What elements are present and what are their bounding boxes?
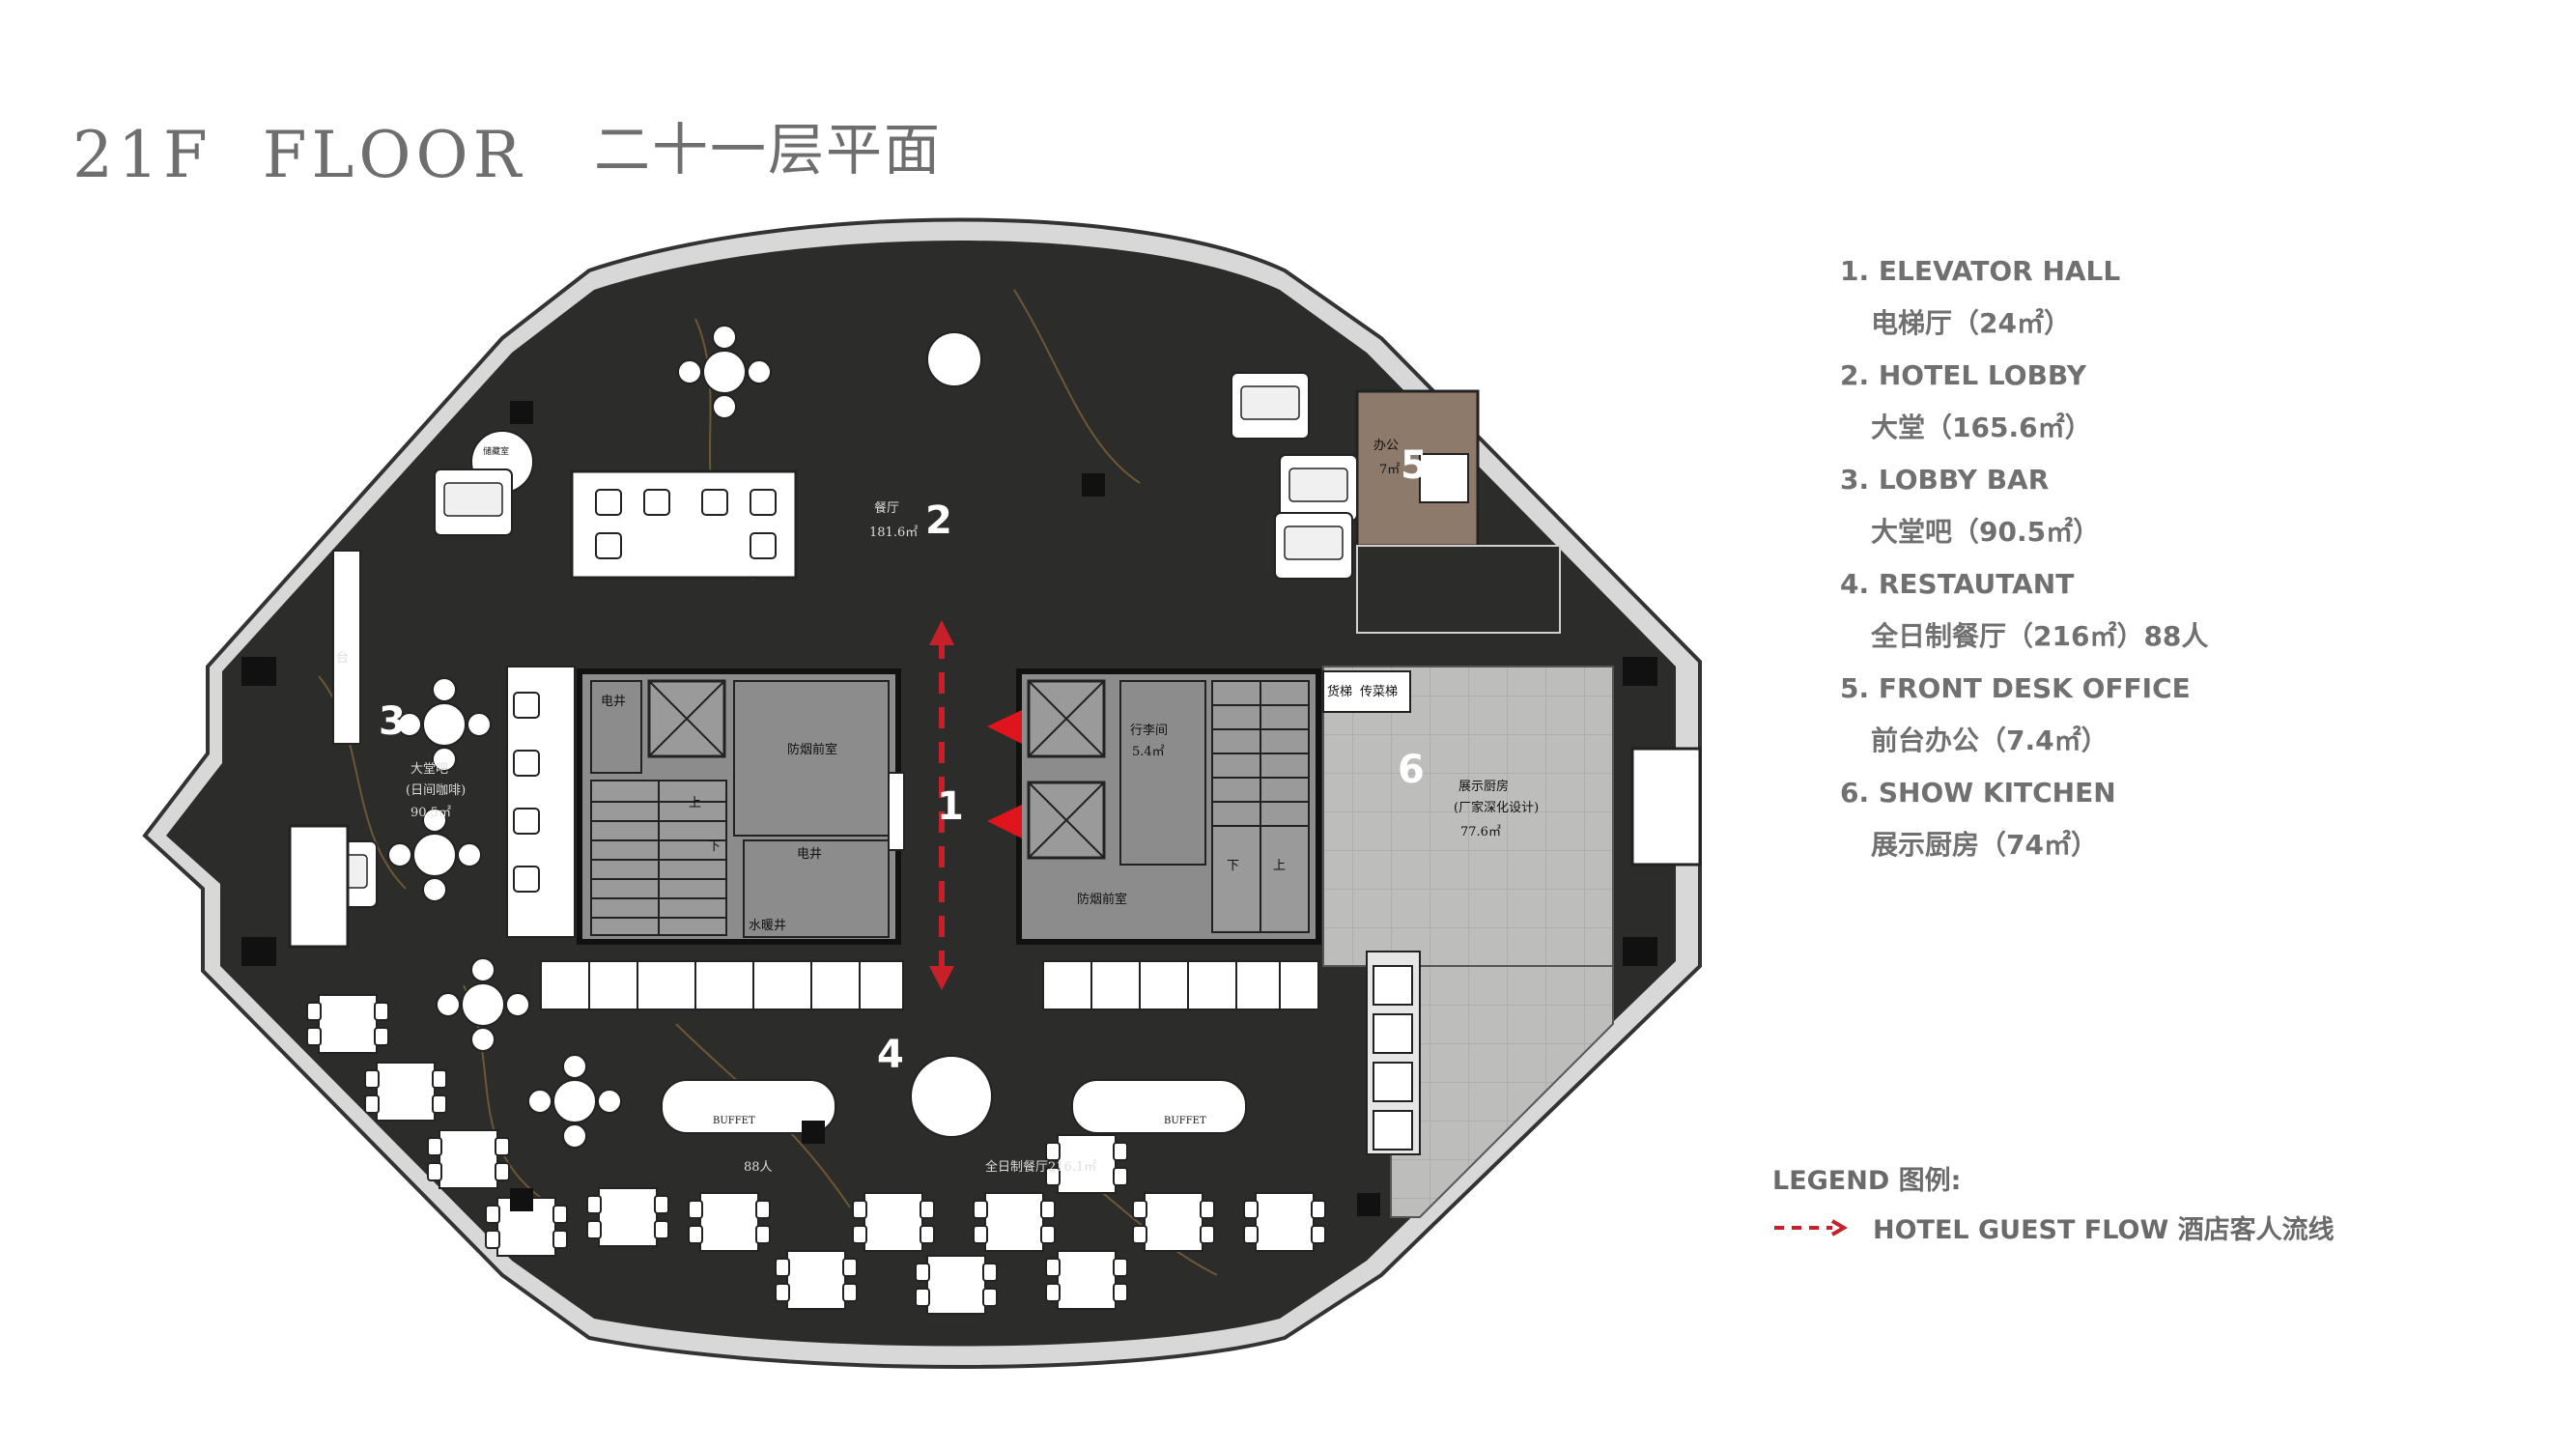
- bar-area-label: 90.5㎡: [410, 806, 451, 820]
- people-label: 88人: [744, 1160, 773, 1175]
- buffet-seat-row-west: [540, 960, 904, 1010]
- room-schedule-item: 5. FRONT DESK OFFICE 前台办公（7.4㎡）: [1840, 670, 2381, 775]
- elec-label-west-2: 电井: [797, 847, 822, 862]
- guest-flow-legend-label: HOTEL GUEST FLOW 酒店客人流线: [1873, 1215, 2335, 1245]
- room-name-en: 1. ELEVATOR HALL: [1840, 255, 2121, 287]
- legend: LEGEND 图例: HOTEL GUEST FLOW 酒店客人流线: [1772, 1159, 2335, 1246]
- east-stair-treads: [1212, 681, 1309, 932]
- buffet-label-east: BUFFET: [1164, 1116, 1206, 1126]
- west-window: [288, 824, 350, 949]
- food-lift-label: 传菜梯: [1360, 685, 1398, 699]
- elec-shaft-label-west: 电井: [601, 695, 626, 709]
- room-name-cn: 展示厨房（74㎡）: [1871, 829, 2098, 861]
- bar-label: 大堂吧: [410, 762, 448, 777]
- room-schedule: 1. ELEVATOR HALL 电梯厅（24㎡） 2. HOTEL LOBBY…: [1840, 253, 2381, 879]
- freight-lift-label: 货梯: [1327, 684, 1352, 699]
- office-desk: [1419, 453, 1469, 503]
- zone-numbers: 1 2 3 4 5 6: [379, 443, 1428, 1077]
- room-schedule-item: 3. LOBBY BAR 大堂吧（90.5㎡）: [1840, 462, 2381, 566]
- legend-row-guest-flow: HOTEL GUEST FLOW 酒店客人流线: [1772, 1208, 2335, 1246]
- guest-flow-arrow-elev-1: [987, 710, 1022, 744]
- elec-shaft-west: [590, 680, 642, 774]
- luggage-room: [1119, 680, 1206, 866]
- guest-flow-arrow-bottom: [929, 966, 954, 990]
- hall-console: [888, 772, 905, 851]
- bar-counter: [332, 550, 361, 745]
- zone-1: 1: [937, 784, 964, 829]
- kitchen-label: 展示厨房: [1458, 779, 1509, 794]
- room-schedule-item: 4. RESTAUTANT 全日制餐厅（216㎡）88人: [1840, 566, 2381, 670]
- bar-counter-label: 台: [336, 651, 349, 666]
- room-name-en: 5. FRONT DESK OFFICE: [1840, 672, 2191, 704]
- guest-flow-arrow-elev-2: [987, 805, 1022, 838]
- zone-2: 2: [925, 498, 952, 543]
- room-name-cn: 大堂吧（90.5㎡）: [1871, 516, 2101, 548]
- page-title-en: 21F FLOOR: [72, 118, 526, 192]
- restaurant-area-label: 全日制餐厅216.1㎡: [985, 1159, 1096, 1175]
- core-labels: 电井 防烟前室 上 下 水暖井 电井 行李间 5.4㎡ 防烟前室 下 上 货梯 …: [601, 439, 1539, 1126]
- room-schedule-item: 2. HOTEL LOBBY 大堂（165.6㎡）: [1840, 357, 2381, 462]
- buffet-seat-row-east: [1042, 960, 1319, 1010]
- smoke-room-label-west: 防烟前室: [787, 742, 837, 757]
- show-kitchen-wedge: [1390, 965, 1614, 1218]
- west-stair-treads: [591, 781, 726, 935]
- plan-labels: 餐厅 181.6㎡ 大堂吧 (日间咖啡) 90.5㎡ 台 储藏室 全日制餐厅21…: [336, 445, 1096, 1175]
- luggage-label: 行李间: [1130, 724, 1168, 738]
- guest-flow-arrow-top: [929, 620, 954, 645]
- room-name-cn: 前台办公（7.4㎡）: [1871, 724, 2109, 756]
- smoke-room-label-east: 防烟前室: [1077, 892, 1127, 907]
- up-label-east: 上: [1273, 859, 1286, 873]
- zone-5: 5: [1401, 443, 1428, 488]
- booth-seating: [506, 666, 576, 938]
- elevator-hall: [903, 671, 1014, 942]
- show-kitchen-floor: [1322, 666, 1614, 967]
- room-schedule-item: 1. ELEVATOR HALL 电梯厅（24㎡）: [1840, 253, 2381, 357]
- room-name-cn: 全日制餐厅（216㎡）88人: [1871, 620, 2209, 652]
- lobby-sculpture: [926, 331, 982, 387]
- room-name-en: 2. HOTEL LOBBY: [1840, 359, 2086, 391]
- kitchen-area-label: 77.6㎡: [1460, 825, 1501, 839]
- guest-flow-legend-icon: [1774, 1218, 1848, 1236]
- east-elevator-1: [1027, 679, 1106, 758]
- buffet-counter-west: [661, 1079, 836, 1134]
- down-label-east: 下: [1227, 859, 1239, 873]
- room-name-cn: 大堂（165.6㎡）: [1871, 412, 2092, 443]
- zone-4: 4: [877, 1033, 904, 1077]
- dining-hall-label: 餐厅: [874, 500, 899, 516]
- office-label: 办公: [1373, 439, 1399, 453]
- office-area-label: 7㎡: [1379, 463, 1400, 477]
- room-schedule-item: 6. SHOW KITCHEN 展示厨房（74㎡）: [1840, 775, 2381, 879]
- legend-title: LEGEND 图例:: [1772, 1166, 1962, 1196]
- room-name-en: 6. SHOW KITCHEN: [1840, 777, 2116, 809]
- room-name-en: 3. LOBBY BAR: [1840, 464, 2050, 496]
- room-name-cn: 电梯厅（24㎡）: [1871, 307, 2071, 339]
- storage-label: 储藏室: [483, 445, 509, 457]
- lobby-display-table: [570, 469, 798, 580]
- zone-6: 6: [1398, 748, 1425, 792]
- zone-3: 3: [379, 699, 406, 744]
- bar-sub-label: (日间咖啡): [406, 783, 466, 798]
- service-rooms: [1356, 545, 1561, 634]
- buffet-label-west: BUFFET: [713, 1116, 755, 1126]
- luggage-area-label: 5.4㎡: [1132, 745, 1165, 759]
- buffet-counter-east: [1071, 1079, 1247, 1134]
- up-label-west: 上: [689, 796, 701, 810]
- dining-area-label: 181.6㎡: [869, 526, 918, 540]
- kitchen-appliances: [1373, 965, 1413, 1151]
- west-elevator-1: [647, 679, 726, 758]
- kitchen-sub-label: (厂家深化设计): [1454, 800, 1539, 815]
- service-lift-block: [1322, 670, 1411, 713]
- down-label-west: 下: [708, 839, 721, 854]
- elec-room-west: [743, 839, 890, 938]
- east-window: [1630, 747, 1702, 867]
- page-title-cn: 二十一层平面: [594, 117, 943, 183]
- feature-tree: [910, 1055, 993, 1138]
- room-name-en: 4. RESTAUTANT: [1840, 568, 2075, 600]
- water-shaft-label: 水暖井: [749, 919, 786, 933]
- east-elevator-2: [1027, 781, 1106, 860]
- columns: [241, 401, 1657, 1216]
- smoke-room-west: [733, 680, 890, 837]
